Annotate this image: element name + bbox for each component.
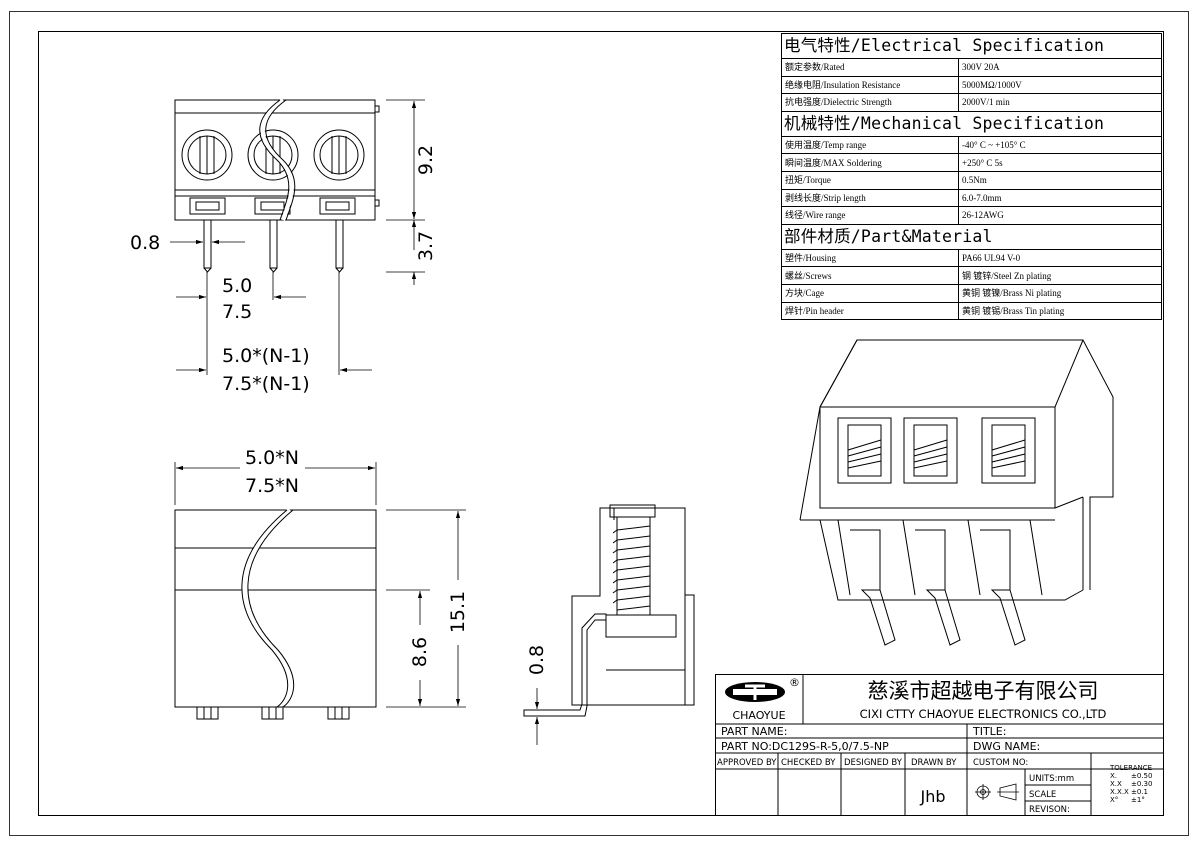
checked-by-label: CHECKED BY [781,758,836,768]
tolerance-key: X.X [1110,780,1122,788]
inner-border [38,31,1164,816]
side-view-dimensions [530,688,580,745]
company-logo: ® CHAOYUE [725,676,800,722]
wire-entry-2 [903,417,958,484]
screw-head-2 [247,129,299,181]
projection-symbol [975,783,1019,801]
electrical-header: 电气特性/Electrical Specification [781,33,1162,59]
spec-table: 电气特性/Electrical Specification 额定参数/Rated… [781,33,1162,321]
dim-front-width-b: 7.5*N [245,475,299,497]
tolerance-value: ±0.50 [1131,772,1152,780]
screw-head-1 [181,129,233,181]
dwg-name-label: DWG NAME: [973,740,1040,753]
top-view [174,98,380,273]
title-block: ® CHAOYUE 慈溪市超越电子有限公司 CIXI CTTY CHAOYUE … [715,674,1164,816]
dim-side-pin: 0.8 [526,645,548,675]
drawn-by-value: Jhb [919,787,945,806]
tolerance-key: X.X.X [1110,788,1129,796]
approved-by-label: APPROVED BY [717,758,777,768]
isometric-view [799,339,1114,646]
wire-entry-1 [837,417,892,484]
dim-top-pin-len: 3.7 [415,231,437,261]
dim-front-width-a: 5.0*N [245,447,299,469]
custom-no-label: CUSTOM NO: [973,758,1028,768]
logo-registered-mark: ® [789,676,800,689]
material-header: 部件材质/Part&Material [781,223,1162,250]
company-name-cn: 慈溪市超越电子有限公司 [868,679,1099,703]
part-name-label: PART NAME: [721,725,787,738]
company-name-en: CIXI CTTY CHAOYUE ELECTRONICS CO.,LTD [860,707,1107,721]
outer-border [9,11,1189,836]
dim-span-b: 7.5*(N-1) [222,373,310,395]
dim-pin-width: 0.8 [130,232,160,254]
tolerance-value: ±0.1 [1131,788,1148,796]
top-view-dimensions [170,99,425,375]
dim-span-a: 5.0*(N-1) [222,345,310,367]
scale-label: SCALE [1029,790,1056,800]
wire-entry-3 [981,417,1036,484]
designed-by-label: DESIGNED BY [844,758,903,768]
tolerance-value: ±1° [1131,796,1145,804]
dim-top-height: 9.2 [415,145,437,175]
part-no-label: PART NO:DC129S-R-5,0/7.5-NP [721,740,889,753]
tolerance-value: ±0.30 [1131,780,1152,788]
front-view [174,508,377,720]
tolerance-key: X° [1110,796,1118,804]
dim-front-lower: 8.6 [409,637,431,667]
dim-pitch-b: 7.5 [222,301,252,323]
tolerance-title: TOLERANCE [1109,764,1152,772]
front-view-dimensions [174,462,466,708]
title-label: TITLE: [972,725,1006,738]
tolerance-key: X. [1110,772,1117,780]
spec-value: 黄铜 镀锡/Brass Tin plating [958,301,1162,321]
mechanical-header: 机械特性/Mechanical Specification [781,110,1162,137]
logo-text: CHAOYUE [732,709,785,722]
drawn-by-label: DRAWN BY [911,758,957,768]
side-view [523,504,695,717]
dim-pitch-a: 5.0 [222,275,252,297]
dim-front-height: 15.1 [447,591,469,633]
screw-head-3 [313,129,365,181]
units-label: UNITS:mm [1029,774,1074,784]
revision-label: REVISON: [1029,805,1070,815]
